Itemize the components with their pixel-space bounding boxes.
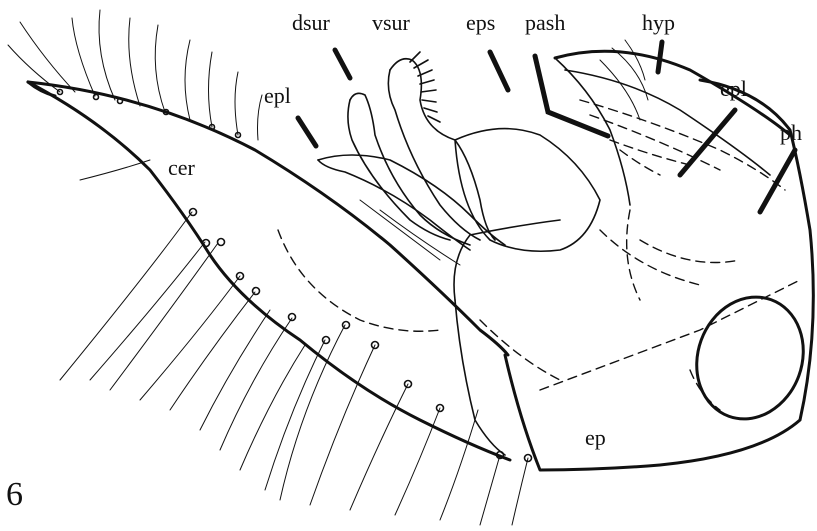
label-ep: ep [585, 425, 606, 450]
cercus-dashed [278, 230, 440, 331]
label-cer: cer [168, 155, 196, 180]
label-pash: pash [525, 10, 565, 35]
label-epl-right: epl [720, 76, 747, 101]
figure-number: 6 [6, 476, 23, 513]
label-dsur: dsur [292, 10, 331, 35]
label-eps: eps [466, 10, 495, 35]
label-ph: ph [780, 120, 802, 145]
dorsal-setae [8, 10, 262, 140]
cercus-ventral-outline [28, 82, 510, 460]
epandrium-window [680, 282, 817, 434]
label-hyp: hyp [642, 10, 675, 35]
phallapodeme-outline [555, 51, 790, 135]
label-epl-left: epl [264, 83, 291, 108]
leader-lines [298, 42, 795, 212]
cercus-seta [80, 160, 150, 180]
label-vsur: vsur [372, 10, 411, 35]
vsur-shape [390, 59, 495, 240]
epl-left-shape [318, 155, 505, 245]
ventral-setae-sockets [190, 209, 532, 462]
cercus-outline [28, 82, 508, 355]
